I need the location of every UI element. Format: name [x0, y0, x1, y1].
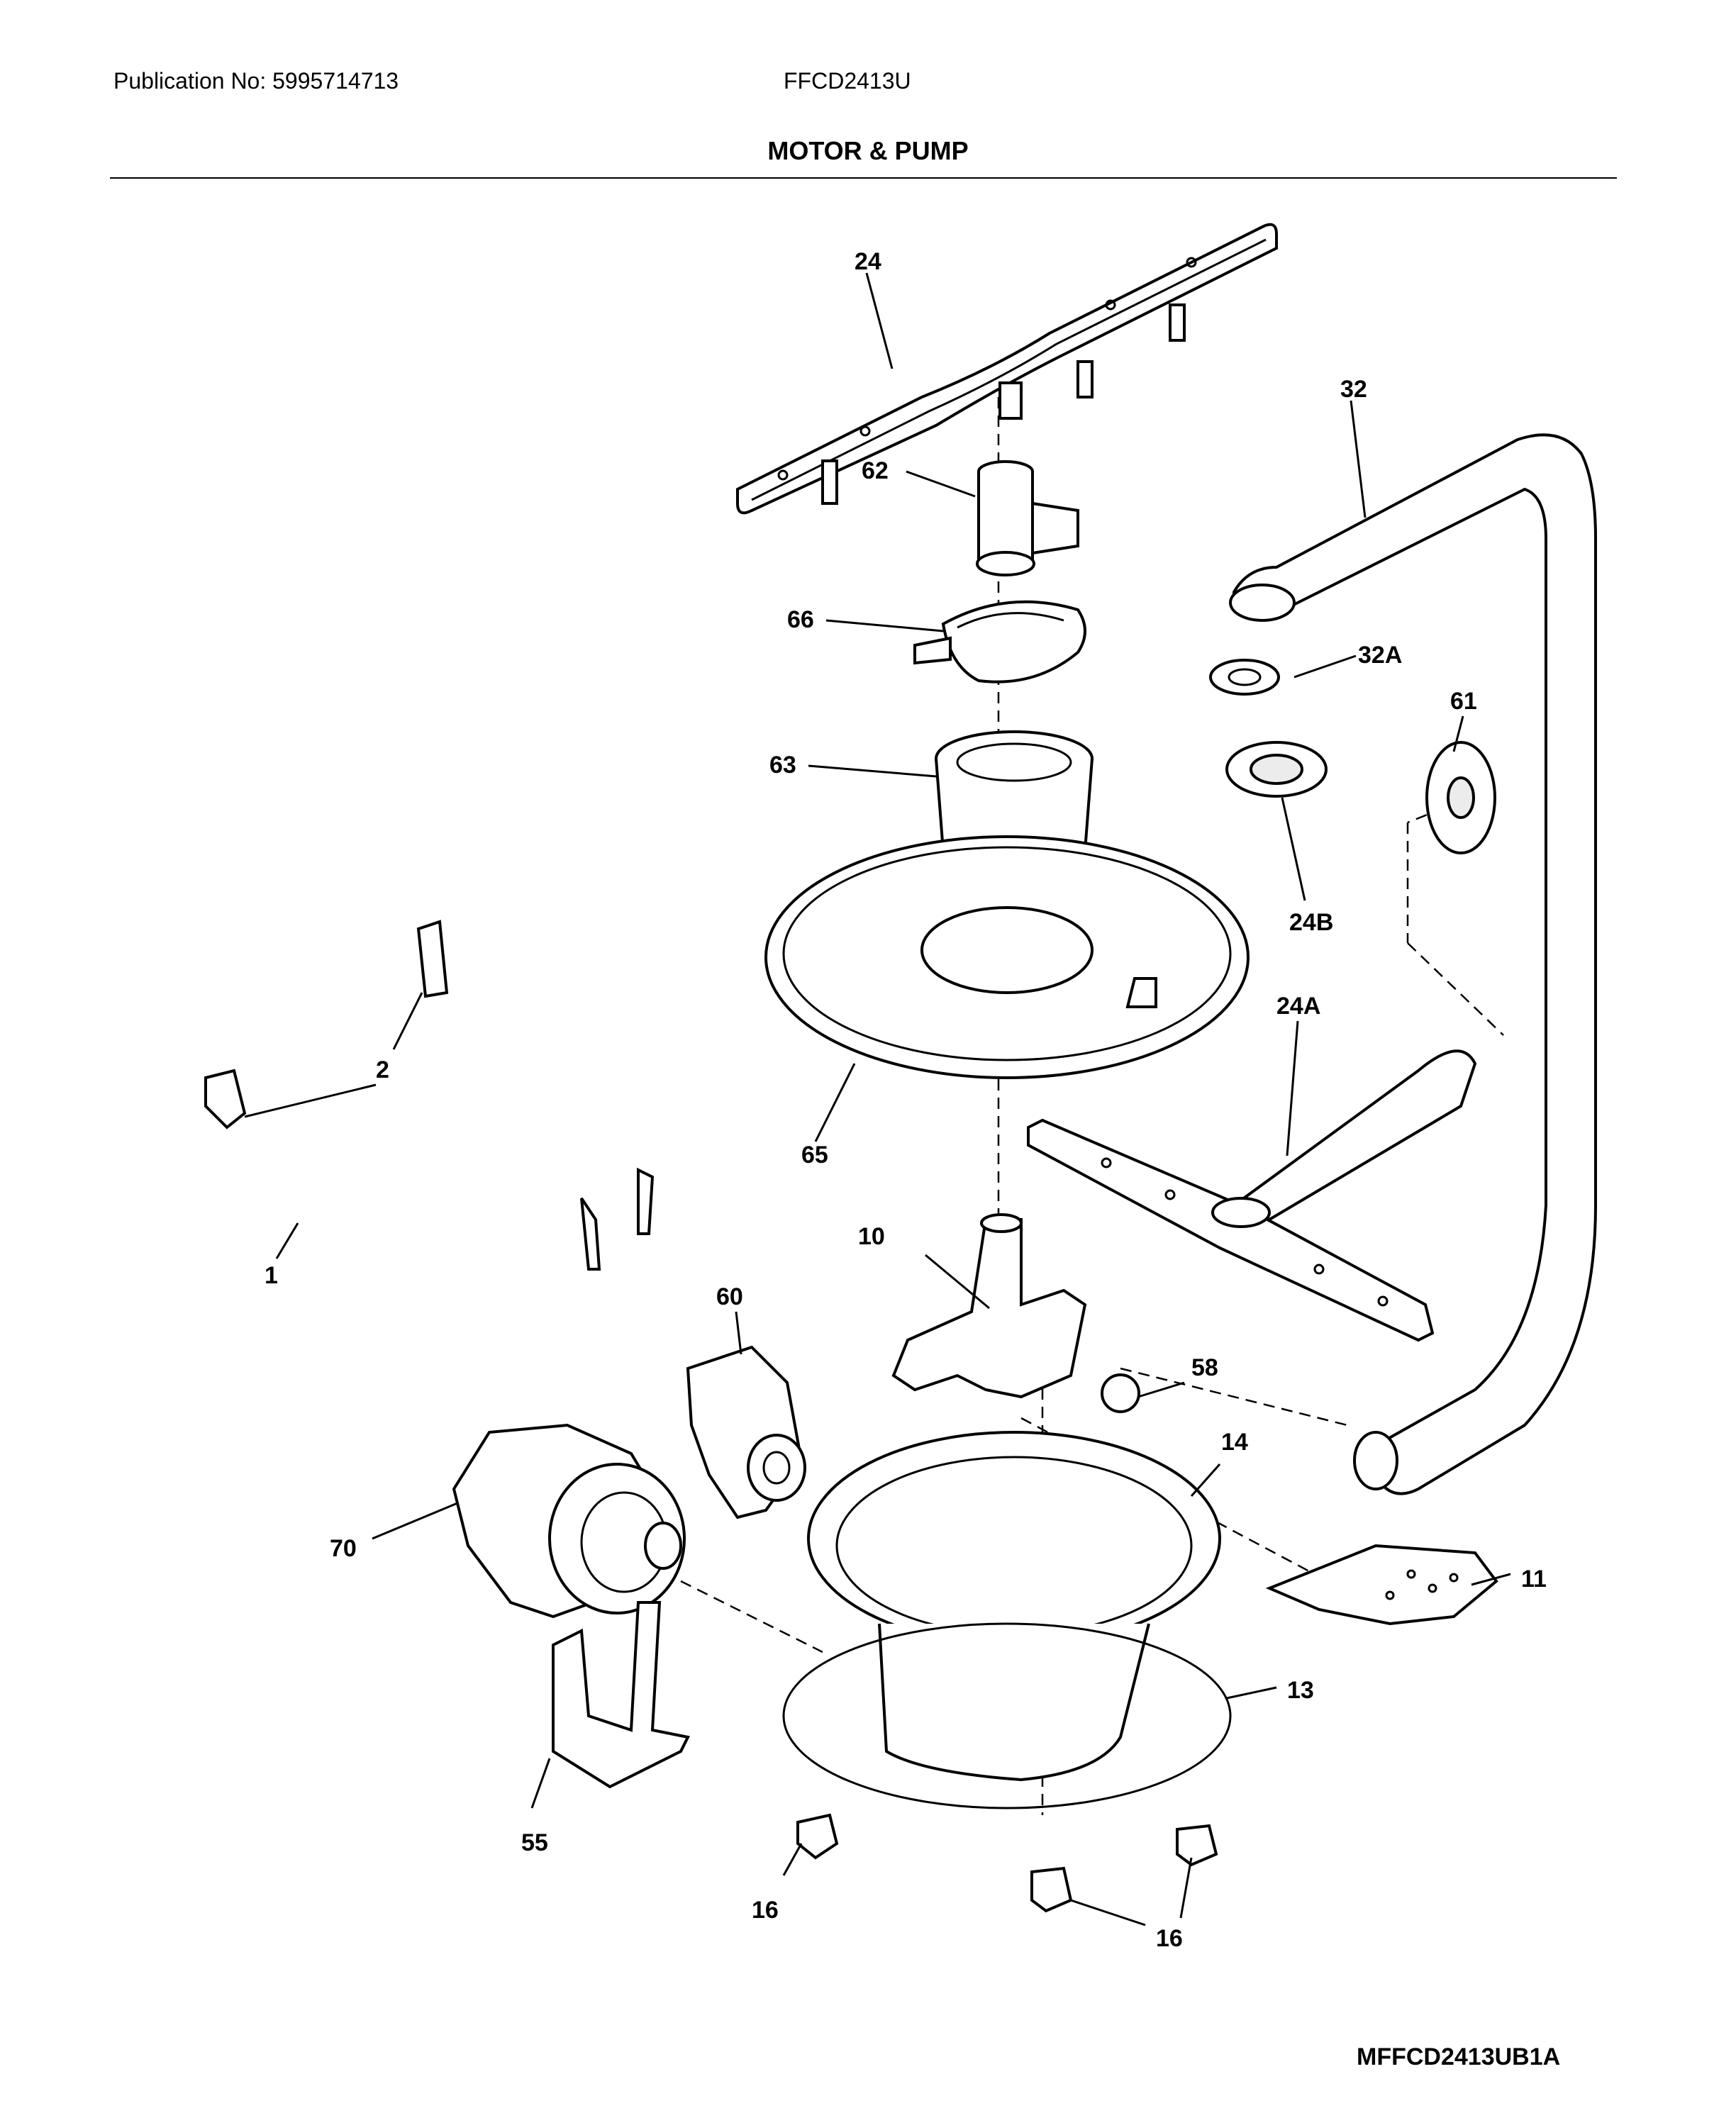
callout-1: 1	[265, 1262, 278, 1289]
part-32-upper-wash-arm-tube	[1229, 433, 1597, 1495]
part-61-spray-arm-seal	[1425, 741, 1496, 854]
header-rule	[110, 177, 1617, 179]
callout-24a: 24A	[1276, 993, 1320, 1020]
callout-32: 32	[1340, 376, 1367, 403]
callout-2: 2	[376, 1056, 389, 1083]
part-10-pump-housing-manifold	[891, 1213, 1087, 1399]
callout-55: 55	[521, 1829, 548, 1856]
section-title: MOTOR & PUMP	[767, 136, 969, 165]
callout-61: 61	[1450, 688, 1477, 715]
part-32a-seal-ring	[1209, 659, 1280, 696]
diagram-code: MFFCD2413UB1A	[1357, 2043, 1561, 2070]
callout-10: 10	[858, 1223, 885, 1250]
part-2-heater-clips	[204, 920, 449, 1130]
callout-62: 62	[862, 457, 889, 484]
part-13-sump-gasket	[782, 1622, 1232, 1809]
part-60-drain-pump	[686, 1345, 806, 1519]
part-58-check-ball	[1101, 1373, 1140, 1413]
publication-number: Publication No: 5995714713	[113, 68, 399, 94]
part-11-coarse-filter	[1265, 1544, 1498, 1626]
callout-16-right: 16	[1156, 1925, 1183, 1952]
part-24b-bearing	[1225, 741, 1328, 798]
part-16-sump-feet	[796, 1813, 1218, 1913]
part-62-spray-arm-connector	[976, 460, 1079, 576]
model-number: FFCD2413U	[784, 68, 911, 94]
callout-58: 58	[1191, 1354, 1218, 1381]
part-24a-lower-spray-arm	[1027, 1049, 1477, 1342]
part-1-heating-element	[140, 885, 707, 1271]
callout-65: 65	[801, 1142, 828, 1169]
callout-32a: 32A	[1358, 642, 1402, 669]
callout-16-left: 16	[752, 1897, 779, 1924]
part-66-diverter-gear	[913, 600, 1086, 684]
part-65-fine-filter	[764, 835, 1250, 1079]
callout-24: 24	[855, 248, 881, 275]
callout-60: 60	[716, 1283, 743, 1310]
callout-13: 13	[1287, 1677, 1314, 1704]
callout-66: 66	[787, 606, 814, 633]
callout-11: 11	[1521, 1566, 1547, 1593]
part-14-sump	[807, 1431, 1221, 1782]
part-24-upper-spray-arm	[736, 223, 1278, 515]
callout-63: 63	[769, 752, 796, 779]
part-70-circulation-pump-motor	[452, 1423, 686, 1619]
callout-14: 14	[1221, 1429, 1248, 1456]
part-55-motor-bracket	[552, 1601, 690, 1789]
callout-70: 70	[330, 1535, 357, 1562]
callout-leaders	[244, 272, 1511, 1926]
callout-24b: 24B	[1289, 909, 1333, 936]
